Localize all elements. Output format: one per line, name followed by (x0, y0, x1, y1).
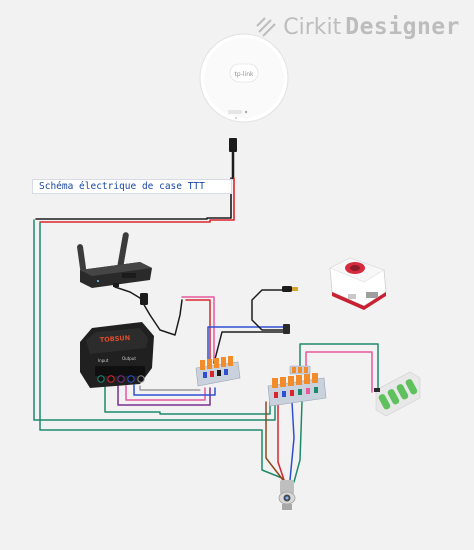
wire-pm-teal[interactable] (104, 384, 271, 415)
wire-teal-battery[interactable] (299, 343, 379, 391)
power-module-output-label: Output (122, 356, 136, 361)
wire-red-top[interactable] (185, 299, 211, 363)
wire-teal-left-outer[interactable] (33, 219, 276, 421)
wire-black-mid[interactable] (213, 331, 287, 364)
wire-pink-top[interactable] (181, 296, 215, 363)
wago-splitter-right[interactable] (267, 365, 327, 407)
power-module[interactable]: TOBSUN Input Output (80, 322, 154, 388)
dc-plug-router[interactable] (140, 293, 148, 305)
push-button[interactable] (278, 480, 296, 510)
access-point-logo: tp-link (235, 71, 254, 78)
wire-teal-left-inner[interactable] (39, 222, 283, 479)
diagram-title-box[interactable]: Schéma électrique de case TTT (32, 179, 232, 194)
raspberry-pi[interactable] (329, 257, 387, 310)
router[interactable] (77, 232, 152, 288)
watermark-brand: Cirkit (283, 14, 342, 40)
wire-blue-button[interactable] (289, 401, 295, 481)
cirkit-logo-icon (256, 17, 276, 37)
wago-splitter-left[interactable] (195, 356, 241, 387)
wire-pm-blue[interactable] (133, 384, 216, 396)
diagram-title: Schéma électrique de case TTT (39, 181, 205, 192)
wire-red-button[interactable] (277, 401, 285, 481)
wire-pm-gray[interactable] (139, 385, 201, 391)
cirkit-designer-watermark: Cirkit Designer (253, 14, 460, 40)
watermark-product: Designer (345, 14, 460, 40)
wire-pi-cable[interactable] (251, 289, 289, 331)
jumper-connector-right[interactable] (283, 324, 290, 334)
access-point[interactable]: tp-link (199, 33, 289, 152)
wires (33, 150, 379, 483)
wire-brown-button[interactable] (265, 401, 284, 481)
wire-ap-red[interactable] (39, 177, 235, 223)
wire-pm-purple[interactable] (117, 384, 211, 406)
battery-pack[interactable] (374, 371, 421, 417)
wire-ap-black[interactable] (35, 177, 232, 220)
wire-pm-pink[interactable] (125, 385, 206, 401)
power-module-input-label: Input (98, 358, 109, 363)
wire-pink-battery[interactable] (305, 351, 373, 393)
wire-teal-button[interactable] (293, 401, 303, 483)
power-module-brand: TOBSUN (100, 334, 131, 344)
wire-router-power[interactable] (114, 286, 183, 336)
dc-plug-pi[interactable] (282, 286, 298, 292)
